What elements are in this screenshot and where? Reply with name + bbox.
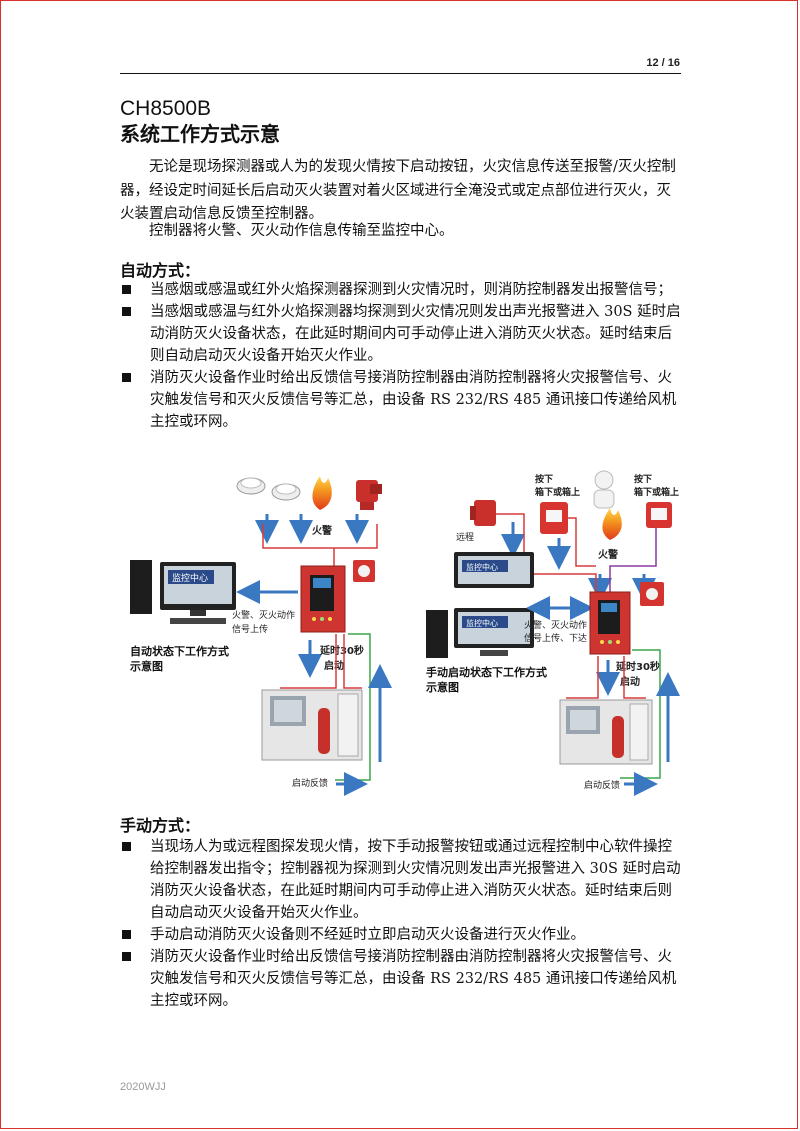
press-label: 按下 — [634, 473, 652, 485]
press-label: 按下 — [535, 473, 553, 485]
remote-camera-icon — [470, 500, 496, 526]
list-item: 当感烟或感温或红外火焰探测器探测到火灾情况时，则消防控制器发出报警信号； — [120, 279, 685, 301]
document-model: CH8500B — [120, 97, 212, 120]
manual-alarm-button-icon — [540, 502, 568, 534]
monitoring-computer-icon: 监控中心 — [130, 560, 236, 624]
diagram-caption: 手动启动状态下工作方式 — [426, 665, 547, 679]
delay-label: 启动 — [324, 659, 344, 672]
flame-detector-icon — [356, 480, 382, 510]
flame-icon — [602, 508, 622, 540]
list-item: 消防灭火设备作业时给出反馈信号接消防控制器由消防控制器将火灾报警信号、火灾触发信… — [120, 946, 685, 1012]
page-indicator: 12 / 16 — [646, 57, 680, 69]
signal-label: 信号上传 — [232, 623, 268, 635]
footer-text: 2020WJJ — [120, 1081, 166, 1093]
alarm-bell-icon — [640, 582, 664, 606]
signal-label: 火警、灭火动作 — [524, 619, 587, 631]
list-item: 手动启动消防灭火设备则不经延时立即启动灭火设备进行灭火作业。 — [120, 924, 685, 946]
diagram-right: 远程 按下 箱下或箱上 按下 箱下或箱上 火警 — [425, 470, 680, 796]
list-item: 消防灭火设备作业时给出反馈信号接消防控制器由消防控制器将火灾报警信号、火灾触发信… — [120, 367, 685, 433]
diagram-left: 火警 监控中心 火警、灭火动作 信号上传 延时30 — [129, 476, 392, 796]
delay-label: 延时30秒 — [319, 644, 364, 657]
heat-detector-icon — [271, 483, 301, 501]
bullet-icon — [122, 307, 131, 316]
feedback-label: 启动反馈 — [292, 777, 328, 789]
list-item-text: 当现场人为或远程图探发现火情，按下手动报警按钮或通过远程控制中心软件操控给控制器… — [150, 839, 681, 921]
feedback-label: 启动反馈 — [584, 779, 620, 791]
list-item-text: 当感烟或感温或红外火焰探测器探测到火灾情况时，则消防控制器发出报警信号； — [150, 282, 672, 298]
flame-icon — [312, 476, 332, 510]
signal-label: 信号上传、下达 — [524, 632, 587, 644]
diagram-caption: 示意图 — [425, 680, 459, 694]
fire-alarm-label: 火警 — [598, 548, 618, 561]
list-item: 当感烟或感温与红外火焰探测器均探测到火灾情况则发出声光报警进入 30S 延时启动… — [120, 301, 685, 367]
press-label: 箱下或箱上 — [535, 486, 580, 498]
header-rule — [120, 73, 681, 74]
monitor-screen-text: 监控中心 — [466, 618, 498, 628]
delay-label: 延时30秒 — [615, 660, 660, 673]
bullet-icon — [122, 373, 131, 382]
alarm-bell-icon — [353, 560, 375, 582]
workflow-diagram: 火警 监控中心 火警、灭火动作 信号上传 延时30 — [129, 470, 680, 796]
monitor-screen-text: 监控中心 — [466, 562, 498, 572]
signal-label: 火警、灭火动作 — [232, 609, 295, 621]
bullet-icon — [122, 842, 131, 851]
list-item-text: 消防灭火设备作业时给出反馈信号接消防控制器由消防控制器将火灾报警信号、火灾触发信… — [150, 370, 677, 430]
remote-label: 远程 — [456, 532, 474, 543]
bullet-icon — [122, 952, 131, 961]
press-label: 箱下或箱上 — [634, 486, 679, 498]
document-title: 系统工作方式示意 — [120, 122, 280, 146]
manual-mode-heading: 手动方式： — [120, 816, 201, 835]
intro-paragraph-2: 控制器将火警、灭火动作信息传输至监控中心。 — [149, 223, 454, 239]
intro-paragraph: 无论是现场探测器或人为的发现火情按下启动按钮，火灾信息传送至报警/灭火控制器，经… — [120, 159, 676, 222]
manual-alarm-button-icon — [646, 502, 672, 528]
list-item-text: 当感烟或感温与红外火焰探测器均探测到火灾情况则发出声光报警进入 30S 延时启动… — [150, 304, 681, 364]
bullet-icon — [122, 930, 131, 939]
auto-mode-list: 当感烟或感温或红外火焰探测器探测到火灾情况时，则消防控制器发出报警信号； 当感烟… — [120, 279, 685, 433]
auto-mode-heading: 自动方式： — [120, 261, 201, 280]
monitoring-computer-icon: 监控中心 — [426, 608, 534, 658]
manual-mode-list: 当现场人为或远程图探发现火情，按下手动报警按钮或通过远程控制中心软件操控给控制器… — [120, 836, 685, 1012]
monitoring-computer-icon: 监控中心 — [454, 552, 534, 588]
extinguisher-cabinet-icon — [559, 699, 653, 765]
fire-alarm-label: 火警 — [312, 524, 332, 537]
smoke-detector-icon — [236, 477, 266, 495]
person-icon — [593, 470, 615, 509]
monitor-screen-text: 监控中心 — [172, 572, 208, 584]
extinguisher-cabinet-icon — [261, 689, 363, 761]
list-item-text: 消防灭火设备作业时给出反馈信号接消防控制器由消防控制器将火灾报警信号、火灾触发信… — [150, 949, 677, 1009]
diagram-caption: 示意图 — [129, 659, 163, 673]
list-item: 当现场人为或远程图探发现火情，按下手动报警按钮或通过远程控制中心软件操控给控制器… — [120, 836, 685, 924]
diagram-caption: 自动状态下工作方式 — [130, 644, 229, 658]
fire-controller-icon — [589, 591, 631, 655]
delay-label: 启动 — [620, 675, 640, 688]
fire-controller-icon — [300, 565, 346, 633]
list-item-text: 手动启动消防灭火设备则不经延时立即启动灭火设备进行灭火作业。 — [150, 927, 585, 943]
bullet-icon — [122, 285, 131, 294]
